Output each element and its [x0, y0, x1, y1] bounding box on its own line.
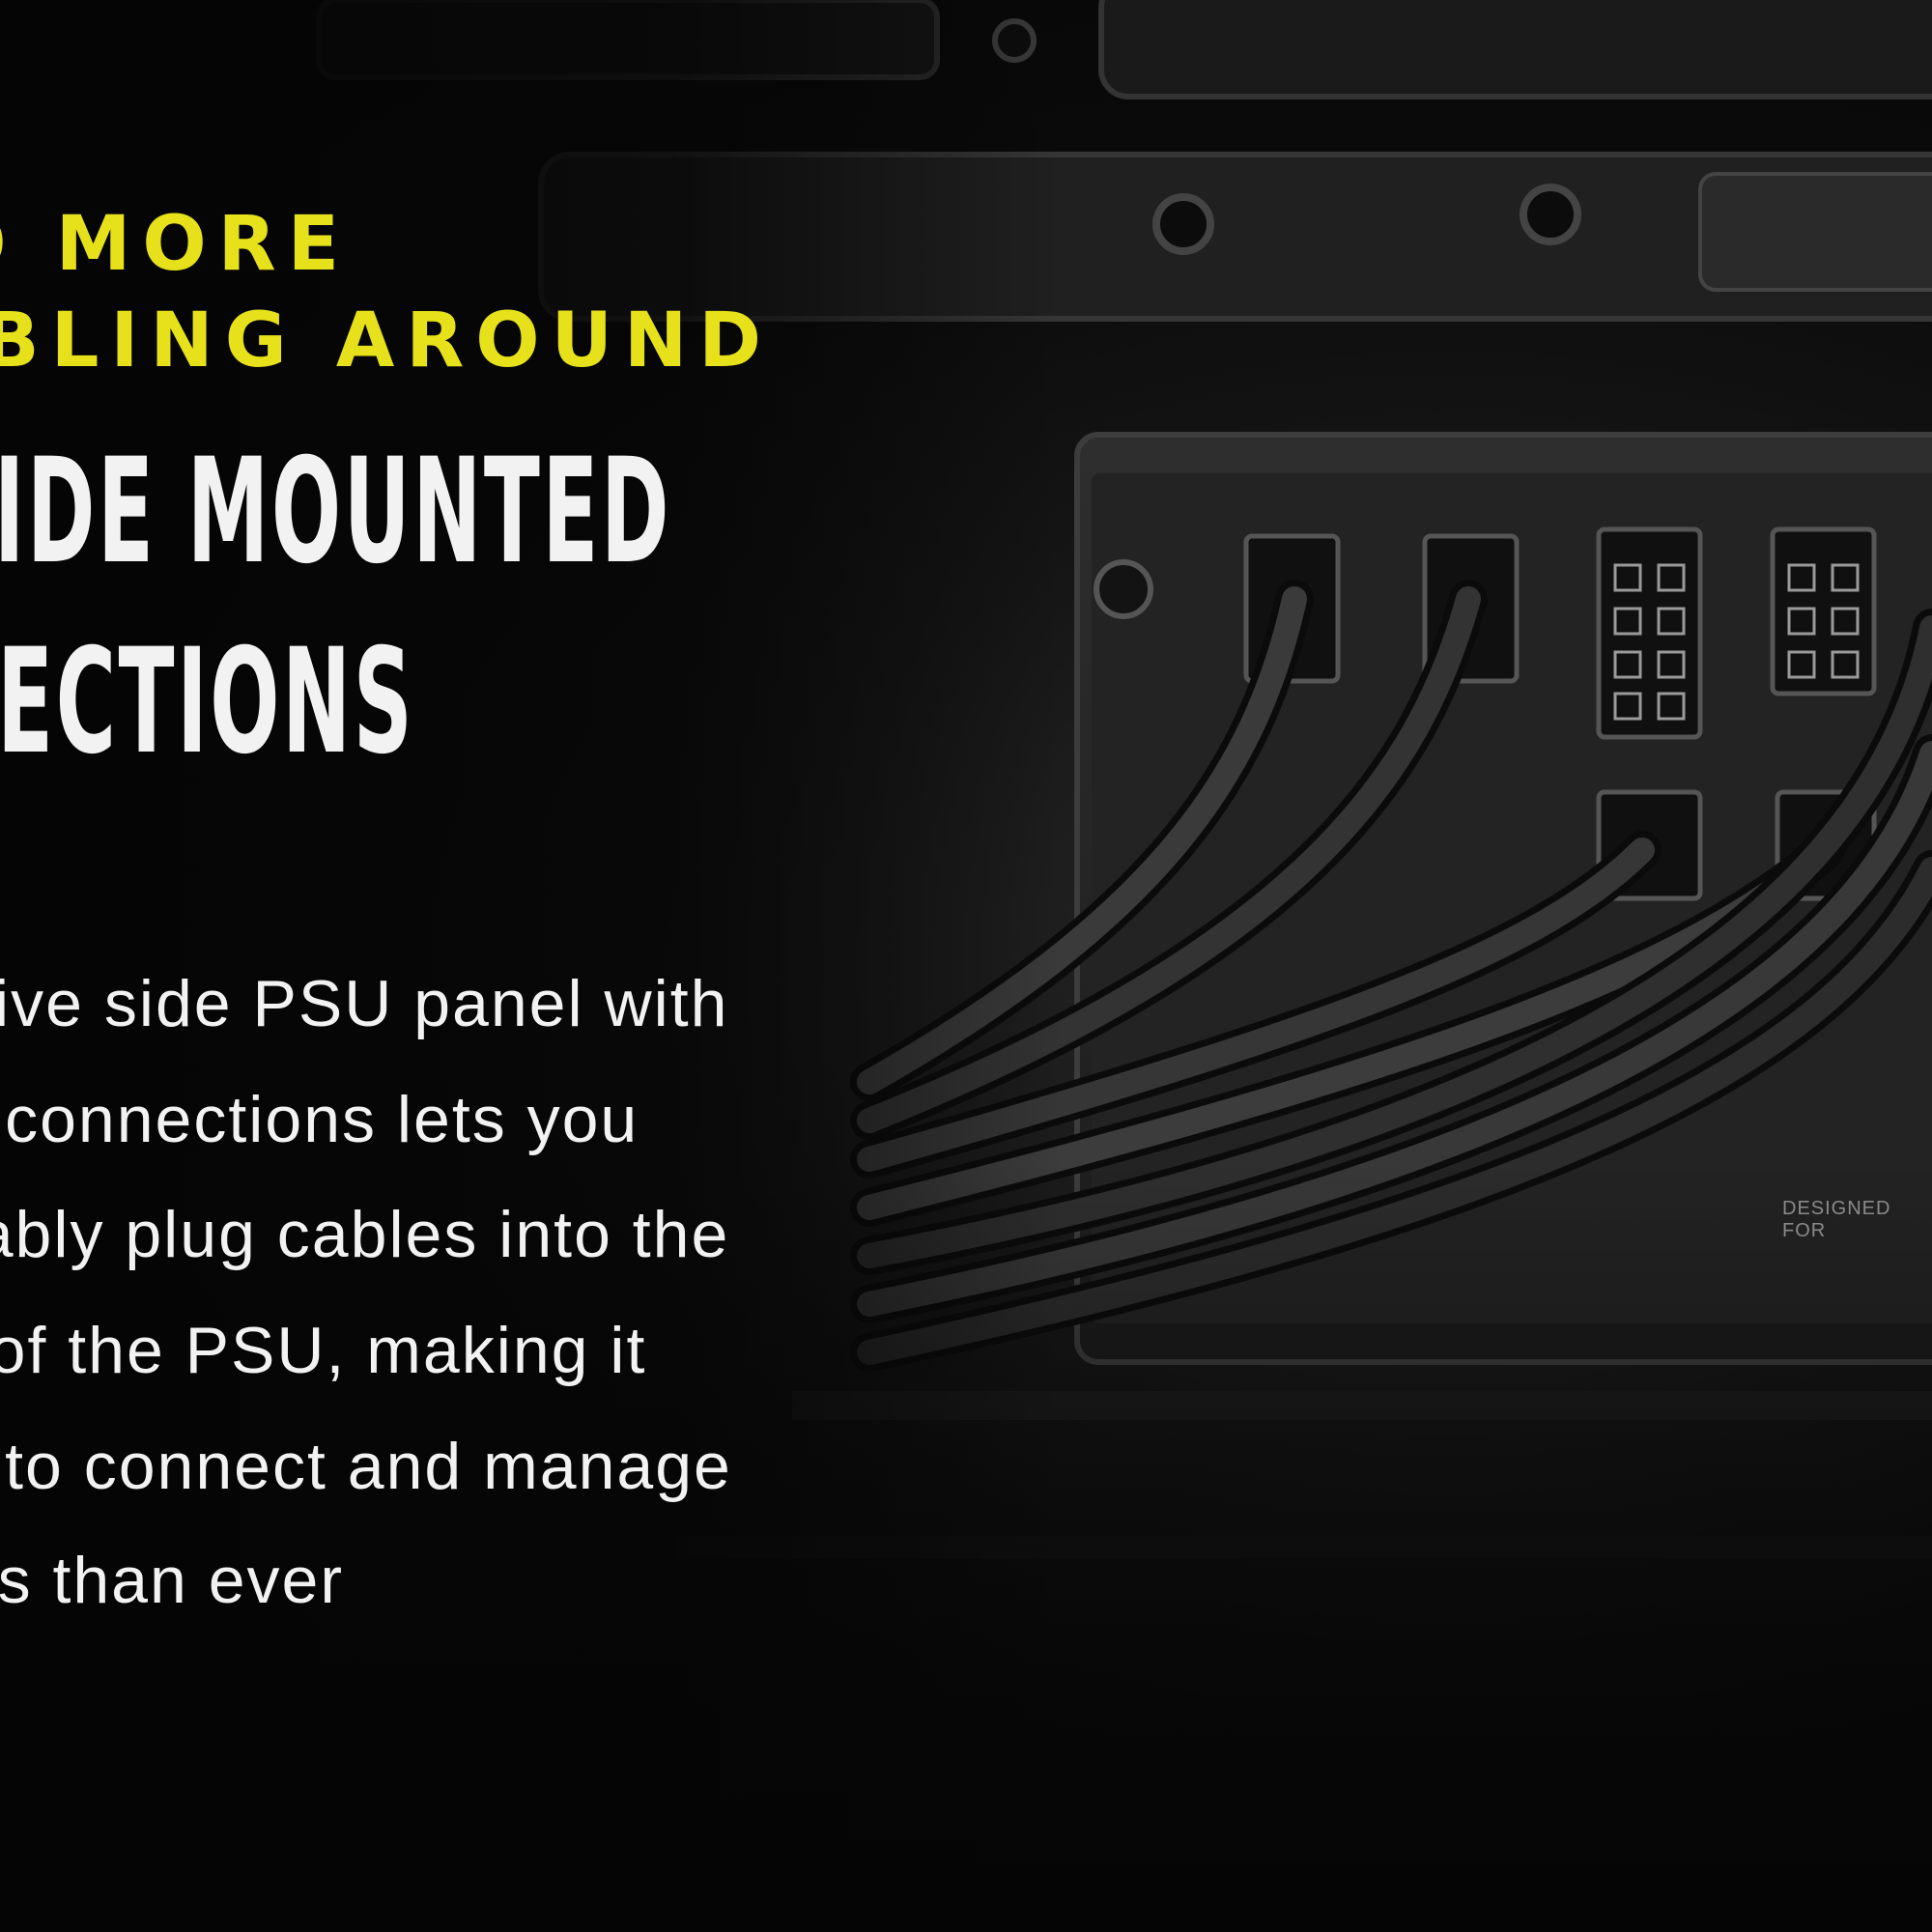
body-line-1: Innovative side PSU panel with — [0, 967, 729, 1040]
body-line-6: cables than ever — [0, 1544, 344, 1617]
psu-model-label: DESIGNED FOR — [1782, 1198, 1891, 1241]
body-line-5: easier to connect and manage — [0, 1430, 732, 1503]
eyebrow-line-1: NO MORE — [0, 201, 352, 288]
eyebrow-line-2: FUMBLING AROUND — [0, 298, 773, 384]
headline-line-1: SIDE MOUNTED — [0, 428, 672, 596]
body-line-2: power connections lets you — [0, 1083, 639, 1156]
headline-line-2: CONNECTIONS — [0, 618, 415, 786]
body-line-4: side of the PSU, making it — [0, 1314, 647, 1387]
body-line-3: comfortably plug cables into the — [0, 1198, 730, 1271]
